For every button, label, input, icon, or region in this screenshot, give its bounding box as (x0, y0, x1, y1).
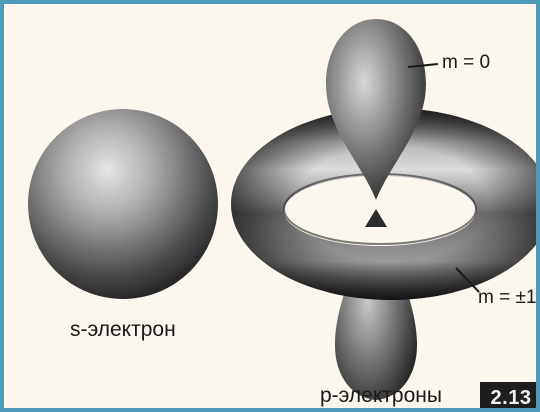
label-m-pm-one: m = ±1 (478, 287, 536, 309)
figure-number-badge: 2.13 (480, 382, 540, 412)
label-m-zero: m = 0 (442, 52, 490, 74)
s-orbital-sphere (28, 109, 218, 299)
label-s-electron: s-электрон (70, 318, 176, 342)
label-p-electrons: p-электроны (320, 384, 442, 408)
